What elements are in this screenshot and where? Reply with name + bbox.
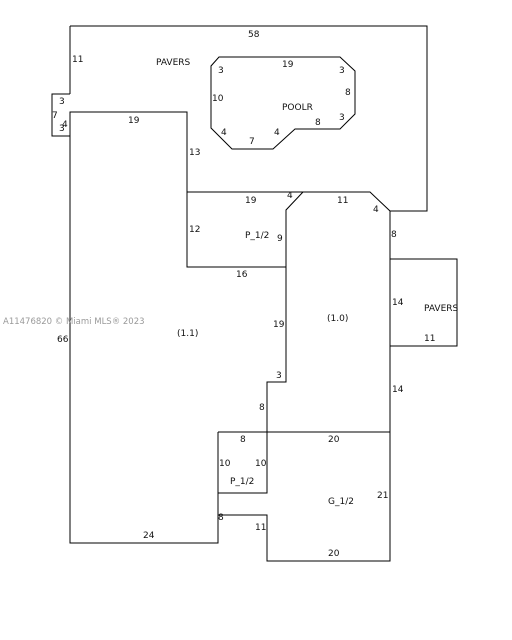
dim-patio-right: 9 [277, 234, 283, 244]
dim-patio-left: 12 [189, 225, 200, 235]
dim-garage-right: 21 [377, 491, 388, 501]
dim-p2-bottom-left: 8 [218, 513, 224, 523]
pool-dim-bottom: 7 [249, 137, 255, 147]
dim-p2-top: 8 [240, 435, 246, 445]
dim-garage-top: 20 [328, 435, 340, 445]
house-outline [69, 111, 391, 562]
dim-pavers-right-height: 14 [392, 298, 404, 308]
dim-pavers-right-width: 11 [424, 334, 435, 344]
area-label-main-right: (1.0) [327, 314, 348, 324]
pool-dim-bottom-inner: 8 [315, 118, 321, 128]
lower-patio-divider [218, 432, 268, 494]
area-label-pavers-top: PAVERS [156, 58, 191, 68]
dim-garage-left: 11 [255, 523, 266, 533]
watermark: A11476820 © Miami MLS® 2023 [3, 317, 145, 327]
pool-dim-top-left: 3 [218, 66, 224, 76]
area-label-pavers-right: PAVERS [424, 304, 459, 314]
dim-notch-inner: 4 [62, 120, 68, 130]
pool-dim-left: 10 [212, 94, 224, 104]
dim-diag-upper: 4 [287, 191, 293, 201]
area-label-main-left: (1.1) [177, 329, 198, 339]
dim-house-top-left: 19 [128, 116, 140, 126]
dim-step-small: 3 [276, 371, 282, 381]
dim-bottom-left: 24 [143, 531, 155, 541]
dim-notch-left: 7 [52, 111, 58, 121]
dim-outer-top: 58 [248, 30, 260, 40]
dim-notch-bottom: 3 [59, 124, 65, 134]
dim-house-step-down: 13 [189, 148, 200, 158]
dim-right-top: 11 [337, 196, 348, 206]
dim-left-wall: 66 [57, 335, 69, 345]
dim-right-wall-upper: 8 [391, 230, 397, 240]
pool-dim-bottom-right-corner: 3 [339, 113, 345, 123]
area-label-pool: POOLR [282, 103, 313, 113]
dim-step-lower: 8 [259, 403, 265, 413]
dim-outer-left-upper: 11 [72, 55, 83, 65]
dim-garage-bottom: 20 [328, 549, 340, 559]
upper-patio-diagonal [266, 191, 304, 432]
pool-outline [210, 56, 356, 150]
dim-right-wall-lower: 14 [392, 385, 404, 395]
pool-dim-top: 19 [282, 60, 294, 70]
area-label-upper-patio: P_1/2 [245, 231, 269, 241]
pool-dim-top-right: 3 [339, 66, 345, 76]
upper-patio-outline [186, 192, 286, 268]
area-label-lower-patio: P_1/2 [230, 477, 254, 487]
dim-notch-top: 3 [59, 97, 65, 107]
dim-right-diag: 4 [373, 205, 379, 215]
pool-dim-bottom-step: 4 [274, 128, 280, 138]
left-notch [51, 93, 70, 137]
dim-patio-bottom: 16 [236, 270, 248, 280]
dim-patio-top: 19 [245, 196, 257, 206]
pool-dim-bottom-left-corner: 4 [221, 128, 227, 138]
dim-p2-right: 10 [255, 459, 267, 469]
area-label-garage: G_1/2 [328, 497, 354, 507]
pool-dim-right: 8 [345, 88, 351, 98]
pavers-right-outline [390, 258, 458, 347]
dim-step-right: 19 [273, 320, 285, 330]
dim-p2-left: 10 [219, 459, 231, 469]
outer-boundary [70, 25, 428, 212]
